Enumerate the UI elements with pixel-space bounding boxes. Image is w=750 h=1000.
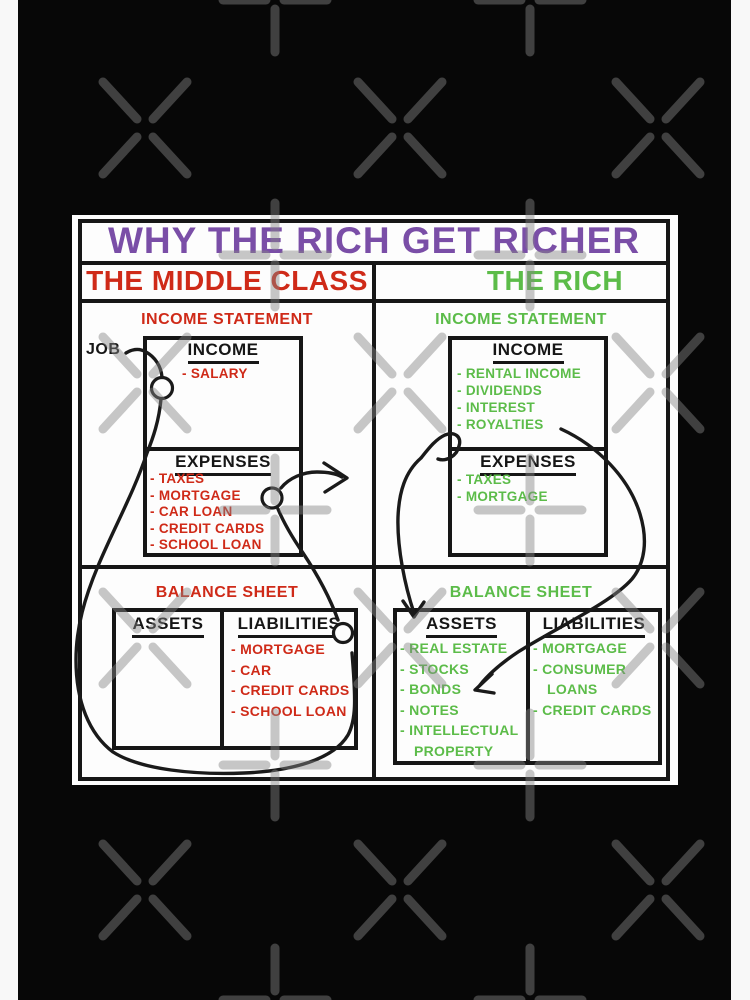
left-white-strip	[0, 0, 18, 1000]
job-to-income-line	[124, 347, 164, 379]
column-divider-line	[372, 261, 376, 781]
right-white-strip	[731, 0, 750, 1000]
list-item: PROPERTY	[414, 742, 494, 759]
middle-liabilities-heading: LIABILITIES	[224, 614, 354, 638]
middle-income-items: - SALARY	[182, 366, 248, 383]
list-item: - MORTGAGE	[150, 487, 241, 503]
flow-arrow-right	[322, 461, 349, 494]
middle-expense-items: - TAXES - MORTGAGE - CAR LOAN - CREDIT C…	[150, 471, 264, 554]
rich-income-items: - RENTAL INCOME - DIVIDENDS - INTEREST -…	[457, 365, 581, 433]
list-item: - RENTAL INCOME	[457, 366, 581, 381]
list-item: - CAR LOAN	[150, 504, 233, 519]
flow-circle-expenses	[260, 486, 284, 510]
rich-income-expense-divider	[450, 447, 606, 451]
list-item: - CONSUMER	[533, 660, 627, 677]
flow-circle-liabilities	[331, 621, 355, 645]
rich-balance-sheet-title: BALANCE SHEET	[449, 584, 593, 601]
liabilities-to-expenses-line	[276, 507, 340, 622]
list-item: - ROYALTIES	[457, 417, 544, 432]
list-item: - CREDIT CARDS	[231, 682, 350, 698]
rich-income-to-assets-arc-left	[396, 456, 423, 615]
list-item: - DIVIDENDS	[457, 383, 543, 398]
list-item: LOANS	[547, 681, 598, 697]
rich-balance-sheet-divider	[526, 610, 530, 763]
list-item: - NOTES	[400, 701, 459, 718]
list-item: - TAXES	[150, 471, 205, 486]
income-to-balance-loop	[74, 397, 357, 776]
list-item: - MORTGAGE	[533, 640, 627, 656]
list-item: - MORTGAGE	[231, 641, 325, 657]
list-item: - INTEREST	[457, 400, 536, 415]
middle-income-heading: INCOME	[147, 340, 299, 364]
middle-balance-sheet-divider	[220, 610, 224, 748]
middle-income-expense-divider	[145, 447, 301, 451]
list-item: - CAR	[231, 661, 272, 678]
list-item: - SALARY	[182, 366, 248, 381]
rich-income-curl	[419, 432, 462, 462]
rich-income-to-assets-arc-right	[478, 427, 647, 687]
rich-income-heading: INCOME	[452, 340, 604, 364]
flow-arrow-down-left	[473, 672, 496, 695]
flow-circle-income	[149, 375, 175, 401]
rich-income-statement-title: INCOME STATEMENT	[435, 311, 607, 328]
middle-income-statement-title: INCOME STATEMENT	[141, 311, 313, 328]
